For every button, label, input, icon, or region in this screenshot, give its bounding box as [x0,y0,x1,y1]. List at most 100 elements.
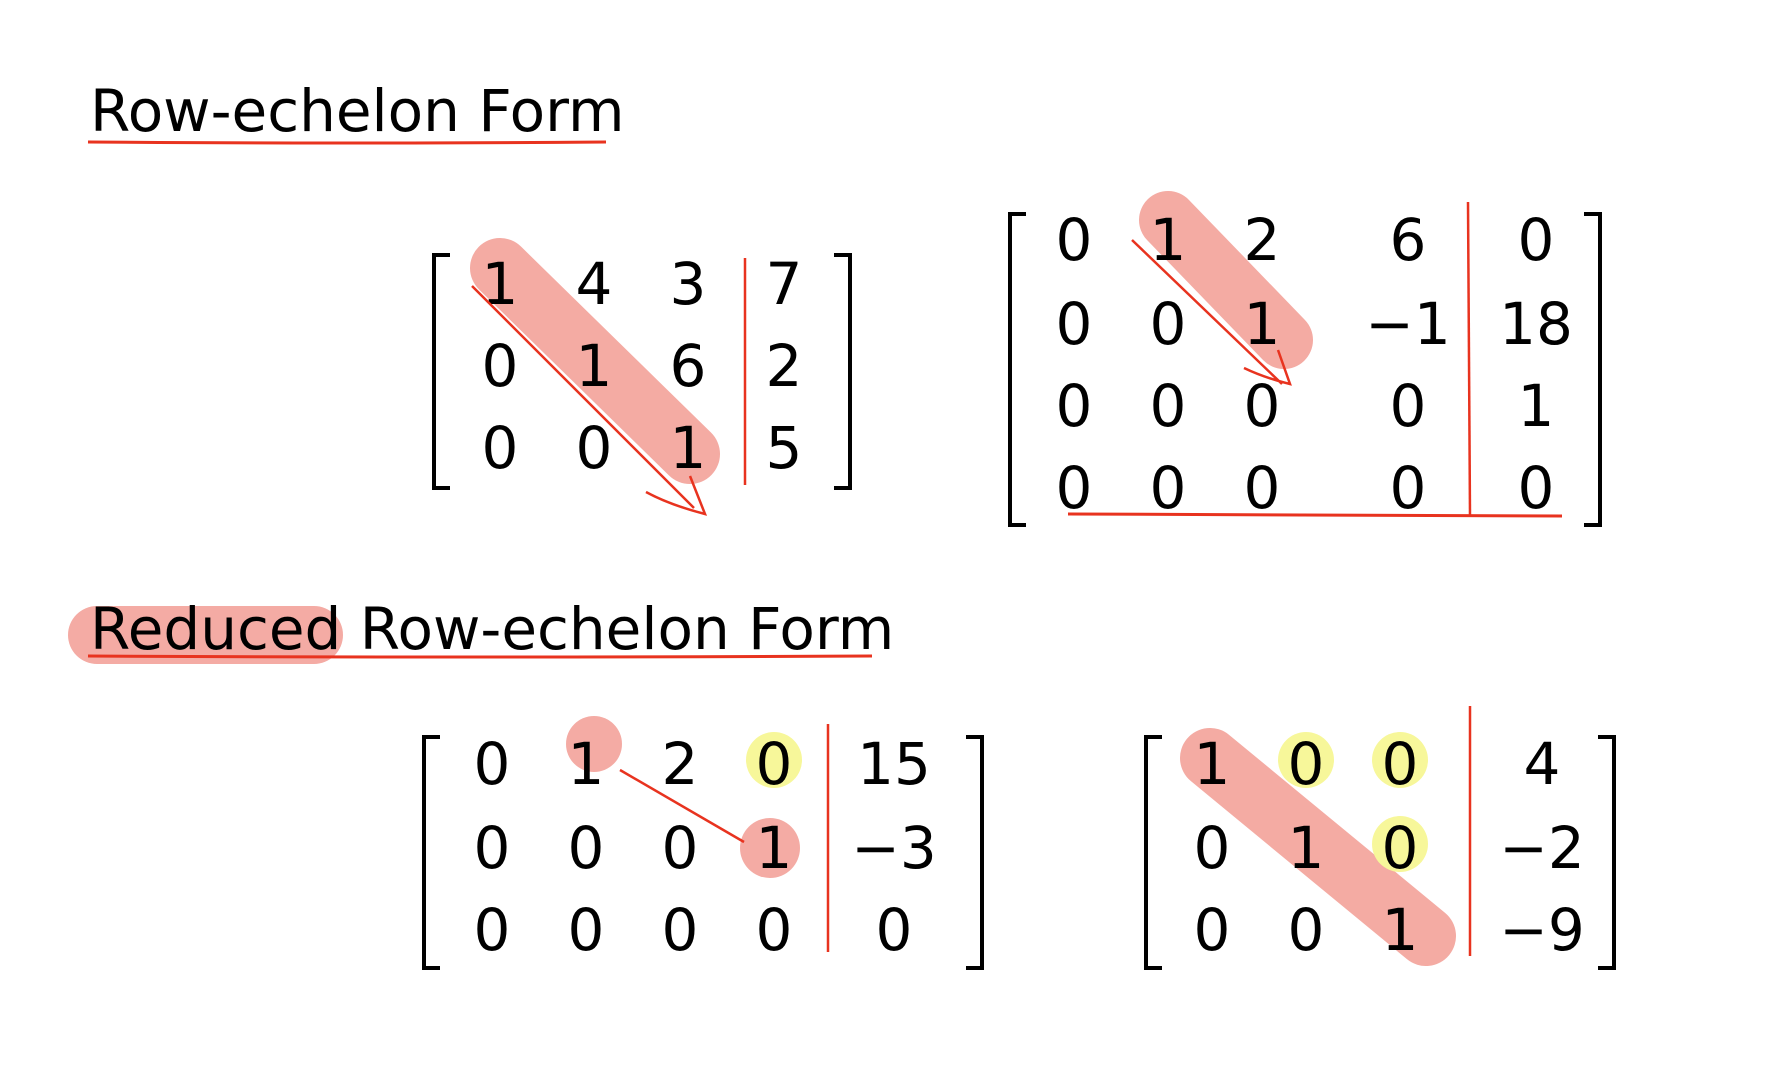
pivot-diagonal [1180,728,1456,966]
right-bracket [1584,212,1602,527]
matrix-entry: 0 [1056,290,1093,358]
matrix-entry: 0 [1244,454,1281,522]
pivot-link-annotation [619,768,745,844]
arrow-annotation [471,285,708,516]
zero-highlight [1372,732,1428,788]
matrix-entry: 0 [568,896,605,964]
matrix-entry: 4 [576,250,613,318]
heading-reduced-row-echelon-form: Reduced Row-echelon Form [90,600,894,658]
matrix-entry: 3 [670,250,707,318]
zero-row-underline [1067,512,1563,518]
matrix-entry: 1 [568,730,605,798]
pivot-diagonal [1139,191,1313,369]
heading-row-echelon-form: Row-echelon Form [90,82,624,140]
matrix-entry: 0 [662,814,699,882]
matrix-entry: 1 [670,414,707,482]
matrix-entry: 0 [1390,454,1427,522]
left-bracket [1144,735,1162,970]
matrix-entry: 0 [876,896,913,964]
matrix-entry: 0 [1150,372,1187,440]
augment-bar [1466,201,1472,517]
matrix-entry: 0 [1056,454,1093,522]
matrix-entry: 0 [1288,730,1325,798]
matrix-entry: 6 [670,332,707,400]
matrix-entry: 18 [1499,290,1573,358]
matrix-entry: 0 [576,414,613,482]
right-bracket [966,735,984,970]
matrix-entry: 1 [1194,730,1231,798]
matrix-entry: 0 [1390,372,1427,440]
pivot-dot-2 [740,818,800,878]
matrix-entry: 0 [482,332,519,400]
matrix-entry: 0 [1244,372,1281,440]
matrix-entry: 0 [474,896,511,964]
matrix-entry: 0 [1518,454,1555,522]
matrix-entry: 15 [857,730,931,798]
matrix-entry: 0 [1382,730,1419,798]
yellow-highlights [746,732,802,788]
right-bracket [1598,735,1616,970]
matrix-entry: −2 [1499,814,1585,882]
matrix-entry: 0 [662,896,699,964]
matrix-entry: 0 [1150,454,1187,522]
matrix-entry: 0 [1056,206,1093,274]
matrix-entry: 0 [568,814,605,882]
matrix-entry: 0 [1194,814,1231,882]
left-bracket [422,735,440,970]
left-bracket [1008,212,1026,527]
heading-rref-prefix: Reduced [90,595,342,663]
heading-ref-text: Row-echelon Form [90,77,625,145]
pivot-diagonal [470,238,720,484]
pivot-dot-1 [566,716,622,772]
arrow-annotation [1131,239,1292,386]
matrix-entry: 0 [474,814,511,882]
matrix-entry: 0 [1382,814,1419,882]
matrix-entry: 1 [756,814,793,882]
heading-rref-rest: Row-echelon Form [341,595,895,663]
zero-highlight [746,732,802,788]
left-bracket [432,253,450,490]
matrix-entry: 6 [1390,206,1427,274]
matrix-entry: 0 [474,730,511,798]
matrix-entry: −1 [1365,290,1451,358]
matrix-entry: 2 [766,332,803,400]
matrix-entry: 0 [756,730,793,798]
matrix-entry: 0 [482,414,519,482]
matrix-entry: 2 [662,730,699,798]
matrix-entry: 5 [766,414,803,482]
matrix-entry: 0 [1288,896,1325,964]
matrix-entry: 0 [1150,290,1187,358]
matrix-entry: 1 [576,332,613,400]
matrix-entry: 2 [1244,206,1281,274]
matrix-entry: 0 [1518,206,1555,274]
matrix-entry: 1 [482,250,519,318]
matrix-entry: −3 [851,814,937,882]
matrix-entry: 0 [1056,372,1093,440]
matrix-entry: 1 [1288,814,1325,882]
right-bracket [834,253,852,490]
matrix-entry: 1 [1518,372,1555,440]
zero-highlight [1278,732,1334,788]
matrix-entry: 7 [766,250,803,318]
yellow-highlights [1278,732,1428,872]
matrix-entry: 4 [1524,730,1561,798]
matrix-entry: 1 [1244,290,1281,358]
matrix-entry: −9 [1499,896,1585,964]
matrix-entry: 0 [756,896,793,964]
matrix-entry: 0 [1194,896,1231,964]
matrix-entry: 1 [1382,896,1419,964]
zero-highlight [1372,816,1428,872]
